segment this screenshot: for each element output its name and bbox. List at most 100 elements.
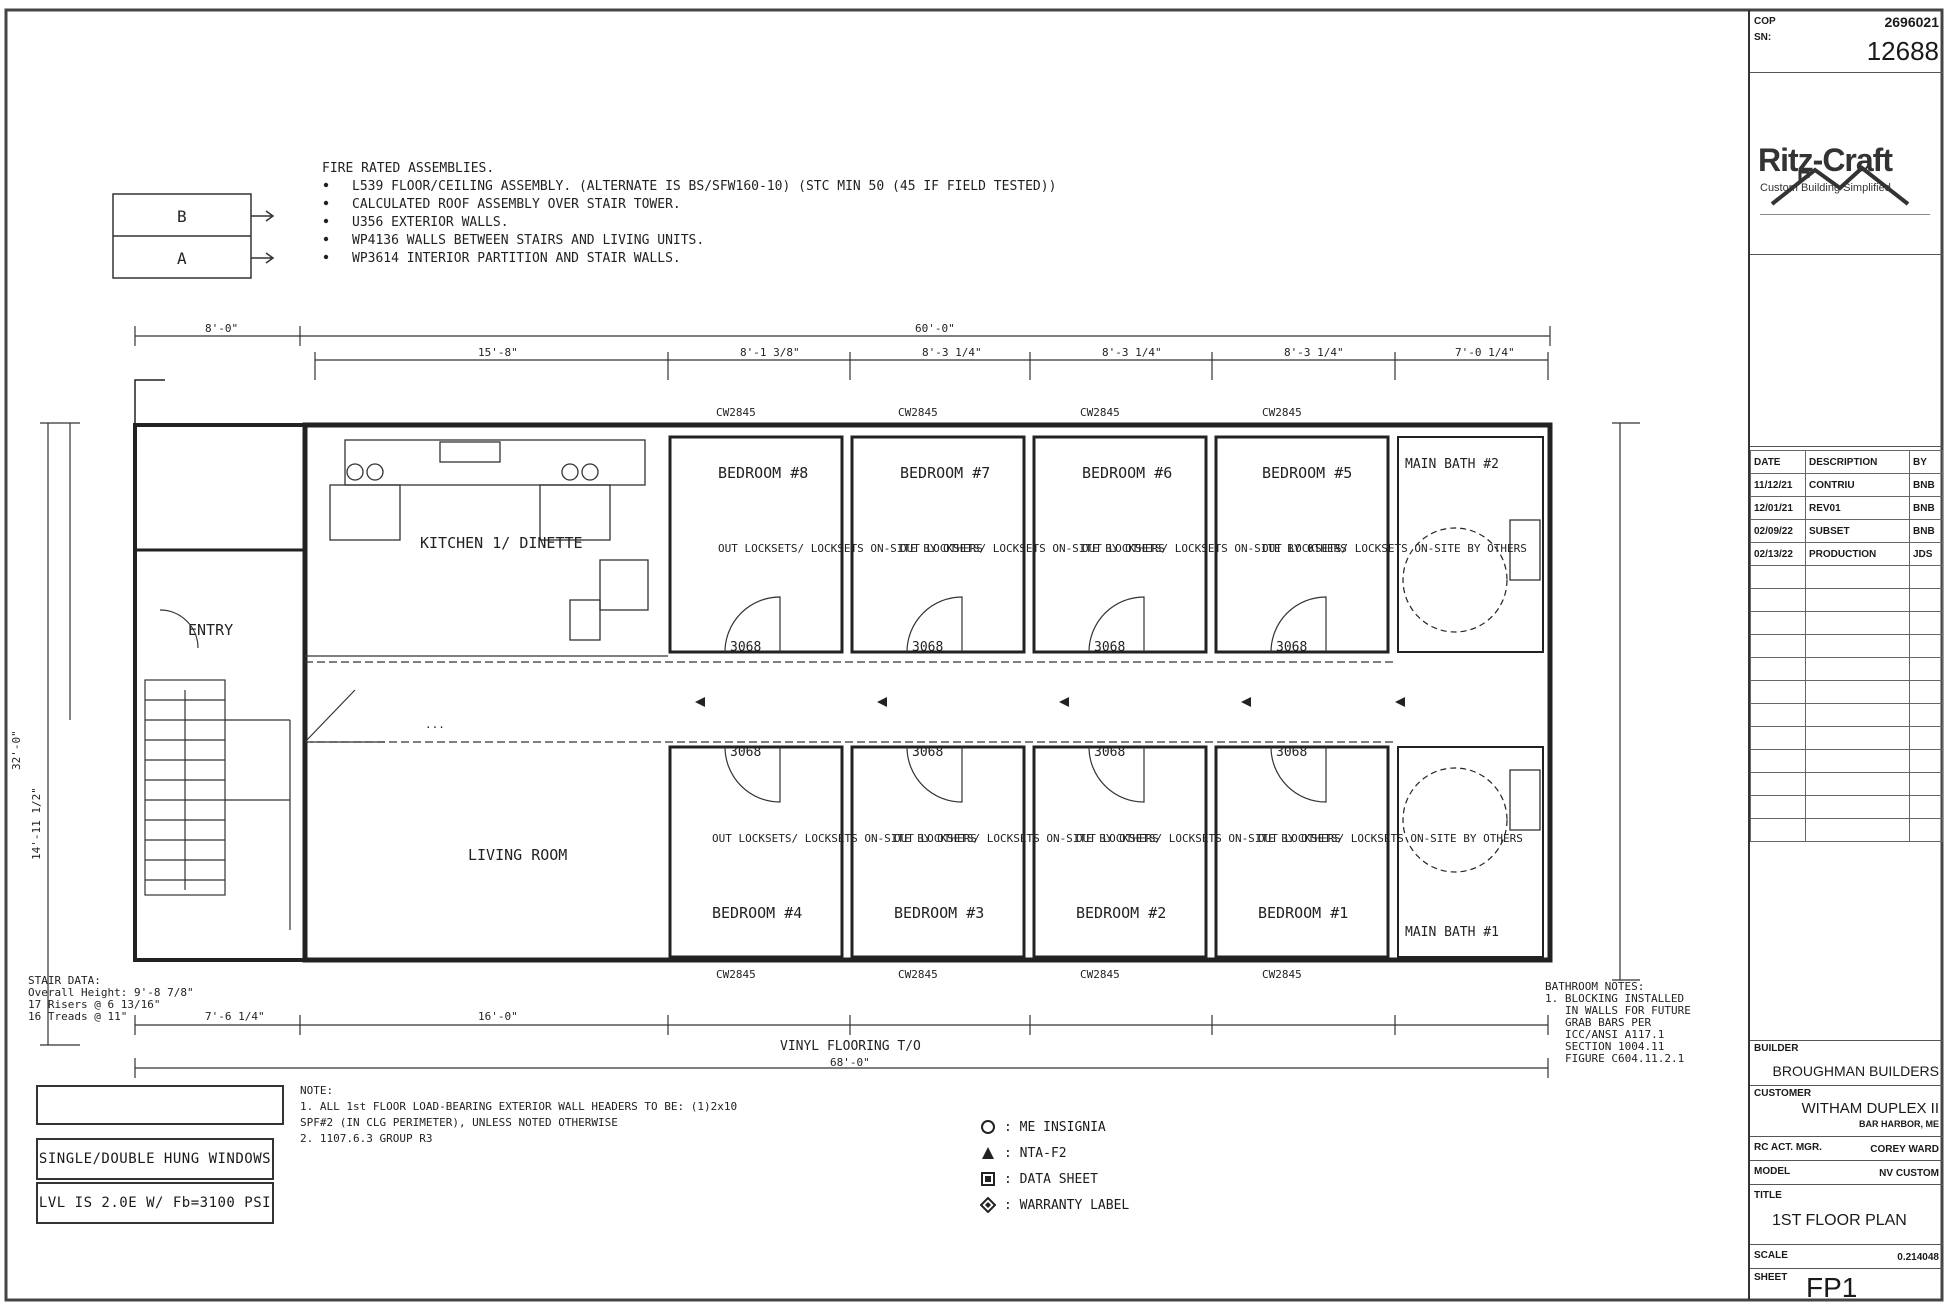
bathroom-note-line: FIGURE C604.11.2.1 [1565,1052,1684,1065]
revision-row-empty [1750,818,1943,842]
room-bedroom-4: BEDROOM #4 [712,904,802,922]
revision-header-by: BY [1909,450,1943,474]
diamond-icon [980,1197,996,1213]
brand-name: Ritz-Craft [1758,142,1893,178]
building-outline [133,379,1553,963]
dim-bedroom-8: 8'-1 3/8" [740,346,800,359]
room-living: LIVING ROOM [468,846,567,864]
stairs [144,679,291,930]
lockset-note: OUT LOCKSETS/ LOCKSETS ON-SITE BY OTHERS [1082,542,1347,555]
customer-location: BAR HARBOR, ME [1859,1119,1939,1129]
builder-label: BUILDER [1754,1043,1799,1054]
bottom-dimensions [134,1015,1549,1078]
lockset-note: OUT LOCKSETS/ LOCKSETS ON-SITE BY OTHERS [712,832,977,845]
ventilation-note-box [36,1085,284,1125]
door-swings [724,596,1327,803]
revision-by: JDS [1909,542,1943,566]
acct-mgr-value: COREY WARD [1870,1144,1939,1155]
notes-heading: NOTE: [300,1084,333,1097]
cop-label: COP [1754,16,1776,27]
sheet-number: FP1 [1806,1272,1858,1303]
brand-fine-print [1760,214,1930,241]
revision-by: BNB [1909,473,1943,497]
fire-rated-list: L539 FLOOR/CEILING ASSEMBLY. (ALTERNATE … [323,179,1056,266]
stair-data-line: Overall Height: 9'-8 7/8" [28,986,194,999]
revision-date: 02/13/22 [1750,542,1806,566]
fire-rated-item: WP4136 WALLS BETWEEN STAIRS AND LIVING U… [352,233,704,248]
window-type-box: SINGLE/DOUBLE HUNG WINDOWS [36,1138,274,1180]
revision-row: 02/09/22 SUBSET BNB [1750,519,1943,543]
window-tag: CW2845 [1262,968,1302,981]
room-bedroom-8: BEDROOM #8 [718,464,808,482]
dim-bedroom-6: 8'-3 1/4" [1102,346,1162,359]
dim-overall-side: 32'-0" [10,730,23,770]
legend-text: : NTA-F2 [1004,1145,1067,1161]
acct-mgr-label: RC ACT. MGR. [1754,1142,1822,1153]
room-main-bath-1: MAIN BATH #1 [1405,925,1499,940]
window-tag: CW2845 [716,406,756,419]
bedroom-walls-bottom [668,745,1390,959]
stair-data-heading: STAIR DATA: [28,974,101,987]
door-tag: 3068 [912,745,943,760]
door-tag: 3068 [1276,640,1307,655]
room-bedroom-2: BEDROOM #2 [1076,904,1166,922]
symbol-legend: : ME INSIGNIA : NTA-F2 : DATA SHEET : WA… [980,1114,1129,1218]
title-value: 1ST FLOOR PLAN [1772,1212,1907,1229]
circle-icon [981,1120,995,1134]
legend-text: : DATA SHEET [1004,1171,1098,1187]
dim-bedroom-5: 8'-3 1/4" [1284,346,1344,359]
sheet-cell: SHEET FP1 [1750,1270,1943,1303]
square-icon [981,1172,995,1186]
room-kitchen: KITCHEN 1/ DINETTE [420,534,583,552]
legend-text: : WARRANTY LABEL [1004,1197,1130,1213]
stair-data: STAIR DATA: Overall Height: 9'-8 7/8" 17… [28,974,194,1023]
stair-data-line: 16 Treads @ 11" [28,1010,127,1023]
stair-data-line: 17 Risers @ 6 13/16" [28,998,160,1011]
revision-row-empty [1750,565,1943,589]
room-bedroom-1: BEDROOM #1 [1258,904,1348,922]
customer-value: WITHAM DUPLEX II [1801,1100,1939,1117]
builder-value: BROUGHMAN BUILDERS [1772,1063,1939,1079]
revision-date: 12/01/21 [1750,496,1806,520]
brand-cell: Ritz-Craft Custom Building Simplified [1750,74,1943,255]
revision-row: 02/13/22 PRODUCTION JDS [1750,542,1943,566]
door-tag: 3068 [1276,745,1307,760]
fire-rated-item: L539 FLOOR/CEILING ASSEMBLY. (ALTERNATE … [352,179,1056,194]
lockset-note: OUT LOCKSETS/ LOCKSETS ON-SITE BY OTHERS [718,542,983,555]
bathroom-notes: BATHROOM NOTES: 1. BLOCKING INSTALLED IN… [1545,980,1691,1065]
revision-table: DATE DESCRIPTION BY 11/12/21 CONTRIU BNB… [1750,450,1943,842]
window-tag: CW2845 [716,968,756,981]
note-line: 2. 1107.6.3 GROUP R3 [300,1132,432,1145]
corridor [304,655,1395,743]
sheet-label: SHEET [1754,1272,1788,1283]
revision-description: PRODUCTION [1805,542,1910,566]
scale-cell: SCALE 0.214048 [1750,1246,1943,1269]
legend-row: : ME INSIGNIA [980,1114,1129,1140]
bathroom-note-line: ICC/ANSI A117.1 [1565,1028,1664,1041]
legend-text: : ME INSIGNIA [1004,1119,1106,1135]
dim-bottom-stair: 7'-6 1/4" [205,1010,265,1023]
brand-tagline: Custom Building Simplified [1760,182,1891,194]
window-tag: CW2845 [1080,406,1120,419]
fire-rated-heading: FIRE RATED ASSEMBLIES. [322,161,494,176]
lockset-note: OUT LOCKSETS/ LOCKSETS ON-SITE BY OTHERS [1258,832,1523,845]
dim-overall-top: 60'-0" [915,322,955,335]
sheet-border [4,8,1944,1302]
assembly-b-label: B [177,207,187,226]
bathroom-note-line: SECTION 1004.11 [1565,1040,1664,1053]
lockset-note: OUT LOCKSETS/ LOCKSETS ON-SITE BY OTHERS [894,832,1159,845]
revision-row-empty [1750,588,1943,612]
side-dimensions [40,422,1640,1046]
note-line: SPF#2 (IN CLG PERIMETER), UNLESS NOTED O… [300,1116,618,1129]
house-roof-icon [1770,165,1910,206]
corridor-arrows [695,697,1405,707]
revision-row-empty [1750,795,1943,819]
title-block: COP 2696021 SN: 12688 Ritz-Craft Custom … [1748,10,1943,1303]
general-notes: NOTE: 1. ALL 1st FLOOR LOAD-BEARING EXTE… [300,1084,737,1145]
scale-label: SCALE [1754,1250,1788,1261]
revision-row-empty [1750,634,1943,658]
bath-fixtures [1397,436,1544,958]
lockset-note: OUT LOCKSETS/ LOCKSETS ON-SITE BY OTHERS [1076,832,1341,845]
room-bedroom-7: BEDROOM #7 [900,464,990,482]
room-bedroom-3: BEDROOM #3 [894,904,984,922]
